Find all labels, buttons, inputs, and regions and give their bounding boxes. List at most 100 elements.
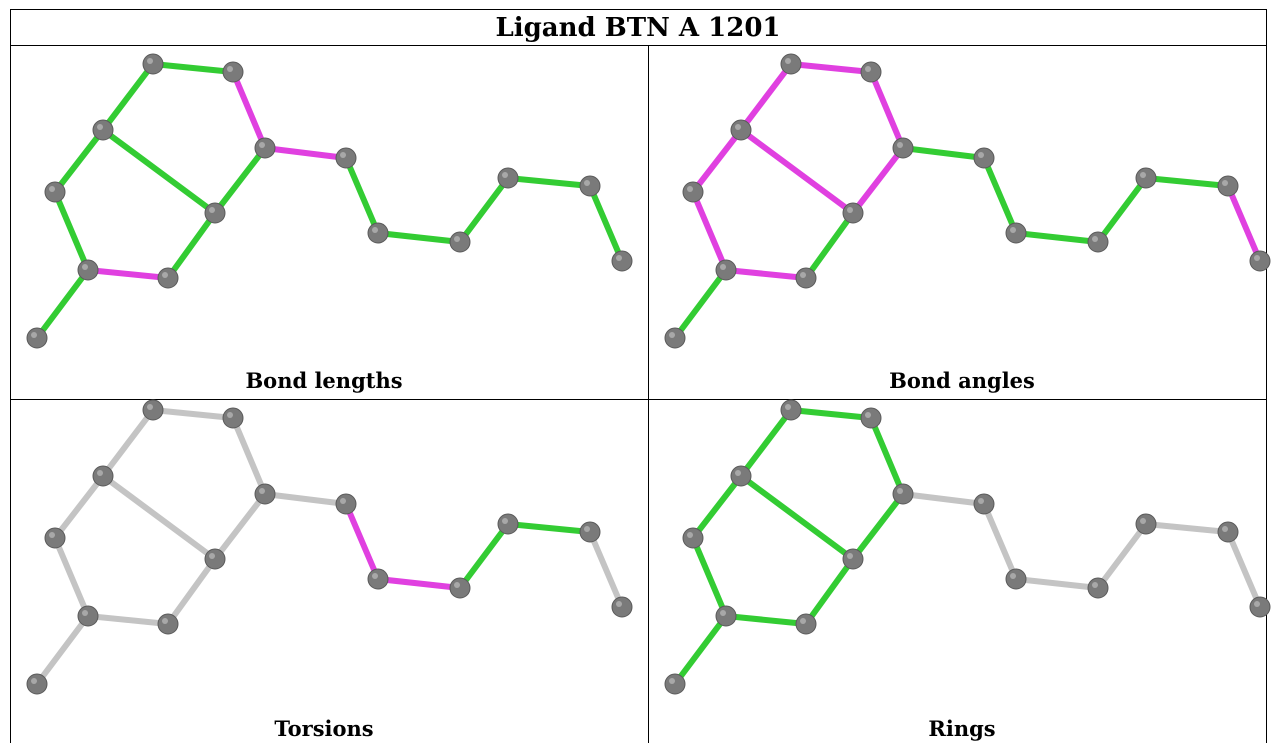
atom-highlight	[1010, 573, 1016, 579]
bond-not-assessed	[981, 501, 1019, 582]
bond-not-assessed	[587, 529, 625, 610]
bond-outlier	[788, 61, 874, 75]
bond-ok	[690, 535, 729, 619]
atom-highlight	[1140, 172, 1146, 178]
atom-highlight	[865, 412, 871, 418]
atom	[1217, 175, 1239, 197]
bond-not-assessed	[262, 491, 349, 507]
atom	[973, 493, 995, 515]
atom	[1135, 167, 1157, 189]
bond-outlier	[230, 69, 268, 151]
torsions-bonds	[34, 407, 625, 687]
bond-ok	[52, 189, 91, 273]
atom	[795, 267, 817, 289]
atom-highlight	[1254, 255, 1260, 261]
bond-not-assessed	[212, 491, 268, 562]
atom-highlight	[372, 227, 378, 233]
atom	[579, 175, 601, 197]
atom	[842, 548, 864, 570]
panel-bond-lengths: Bond lengths	[26, 53, 633, 393]
bond-outlier	[690, 189, 729, 273]
panel-caption-bond-lengths: Bond lengths	[245, 368, 402, 393]
atom-highlight	[49, 186, 55, 192]
bond-ok	[868, 415, 906, 497]
atom-highlight	[800, 272, 806, 278]
bond-lengths-bonds	[34, 61, 625, 341]
atom-highlight	[785, 58, 791, 64]
bond-not-assessed	[52, 473, 106, 541]
atom	[367, 222, 389, 244]
bond-ok	[212, 145, 268, 216]
bond-outlier	[85, 267, 171, 281]
atom	[715, 605, 737, 627]
atom	[497, 513, 519, 535]
atom	[142, 399, 164, 421]
atom-highlight	[616, 255, 622, 261]
atom	[1005, 222, 1027, 244]
atom-highlight	[209, 207, 215, 213]
atom-highlight	[502, 518, 508, 524]
bond-not-assessed	[165, 556, 218, 627]
atom	[1217, 521, 1239, 543]
atom-highlight	[978, 152, 984, 158]
atom-highlight	[847, 207, 853, 213]
bond-not-assessed	[34, 613, 91, 687]
bond-ok	[738, 407, 794, 479]
bond-not-assessed	[150, 407, 236, 421]
atom-highlight	[687, 186, 693, 192]
bond-not-assessed	[100, 473, 218, 562]
atom	[780, 399, 802, 421]
bond-outlier	[375, 576, 463, 591]
bond-ok	[150, 61, 236, 75]
panel-bond-angles: Bond angles	[664, 53, 1271, 393]
atom-highlight	[209, 553, 215, 559]
bond-ok	[587, 183, 625, 264]
atom	[26, 673, 48, 695]
bond-outlier	[723, 267, 809, 281]
atom	[222, 61, 244, 83]
atom-highlight	[847, 553, 853, 559]
bond-ok	[981, 155, 1019, 236]
atom-highlight	[1222, 526, 1228, 532]
bond-ok	[100, 127, 218, 216]
atom	[204, 202, 226, 224]
atom-highlight	[669, 332, 675, 338]
bond-outlier	[1225, 183, 1263, 264]
atom	[842, 202, 864, 224]
atom	[1087, 231, 1109, 253]
atom	[92, 119, 114, 141]
atom-highlight	[340, 152, 346, 158]
atom	[222, 407, 244, 429]
atom	[449, 231, 471, 253]
bond-not-assessed	[900, 491, 987, 507]
atom-highlight	[162, 272, 168, 278]
atom-highlight	[897, 142, 903, 148]
atom-highlight	[1010, 227, 1016, 233]
atom	[26, 327, 48, 349]
bond-not-assessed	[85, 613, 171, 627]
atom-highlight	[454, 582, 460, 588]
bond-ok	[690, 473, 744, 541]
bond-outlier	[262, 145, 349, 161]
atom-highlight	[97, 124, 103, 130]
atom	[579, 521, 601, 543]
atom-highlight	[978, 498, 984, 504]
atom	[157, 267, 179, 289]
atom-highlight	[1092, 582, 1098, 588]
atom	[1249, 250, 1271, 272]
atom	[860, 407, 882, 429]
atom-highlight	[616, 601, 622, 607]
atom-highlight	[735, 124, 741, 130]
atom	[892, 483, 914, 505]
atom-highlight	[897, 488, 903, 494]
atom	[730, 465, 752, 487]
rings-atoms	[664, 399, 1271, 695]
atom	[367, 568, 389, 590]
atom-highlight	[800, 618, 806, 624]
atom-highlight	[785, 404, 791, 410]
bond-ok	[375, 230, 463, 245]
bond-outlier	[868, 69, 906, 151]
atom-highlight	[372, 573, 378, 579]
bond-ok	[738, 473, 856, 562]
